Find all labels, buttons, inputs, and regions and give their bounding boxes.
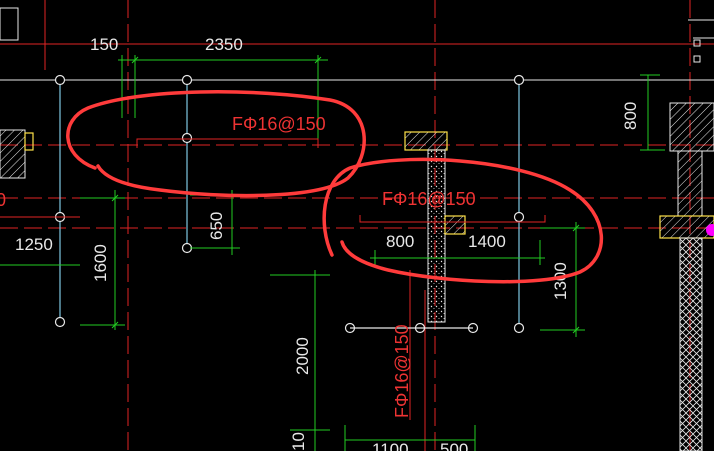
dim-650: 650 <box>207 212 226 240</box>
dim-800-top: 800 <box>621 102 640 130</box>
dim-0: 0 <box>0 190 6 210</box>
dim-1600: 1600 <box>91 244 110 282</box>
highlight-circle-top <box>66 90 366 198</box>
dim-2000: 2000 <box>293 337 312 375</box>
dim-800-mid: 800 <box>386 232 414 251</box>
dim-150: 150 <box>90 35 118 54</box>
dim-500: 500 <box>440 440 468 451</box>
rebar-label-bottom-vertical: FΦ16@150 <box>392 324 412 418</box>
selection-marker[interactable] <box>706 224 714 236</box>
dim-1300: 1300 <box>551 262 570 300</box>
dim-1250: 1250 <box>15 235 53 254</box>
rebar-nodes <box>54 74 525 334</box>
dim-1400: 1400 <box>468 232 506 251</box>
rebar-extent-lines <box>0 138 546 223</box>
rebar-label-middle: FΦ16@150 <box>382 189 476 209</box>
dim-1100: 1100 <box>372 440 409 451</box>
dimension-lines <box>0 55 665 451</box>
rebar-label-top: FΦ16@150 <box>232 114 326 134</box>
dim-10: 10 <box>289 432 308 451</box>
wall-elements <box>0 7 714 451</box>
dim-2350: 2350 <box>205 35 243 54</box>
highlight-circle-middle <box>322 157 603 284</box>
rebar-lines <box>59 80 520 328</box>
highlight-markings <box>66 90 603 284</box>
